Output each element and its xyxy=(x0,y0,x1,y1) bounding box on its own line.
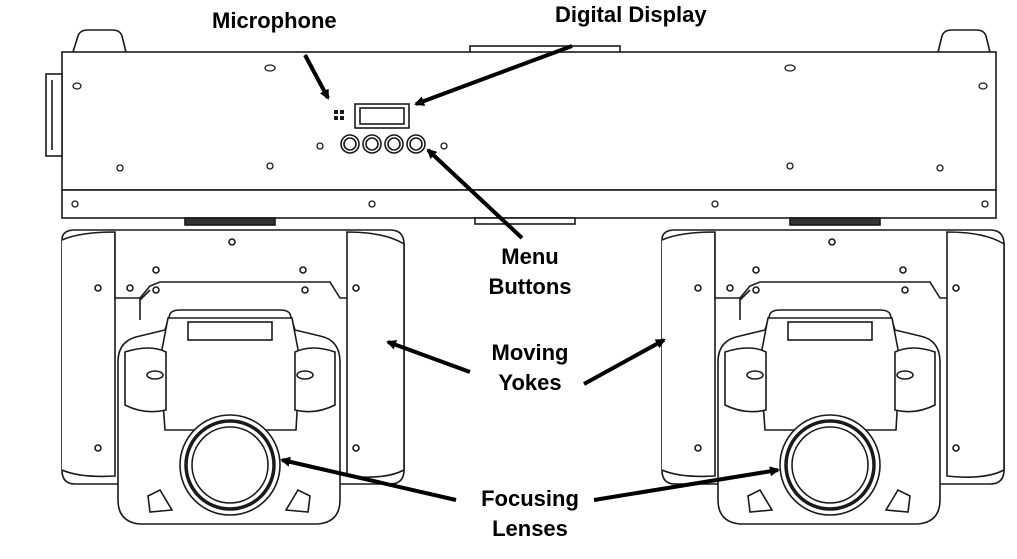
menu-buttons-icon xyxy=(340,134,426,154)
label-microphone-text: Microphone xyxy=(212,8,337,33)
label-moving-yokes: Moving Yokes xyxy=(470,338,590,398)
callout-arrows xyxy=(280,44,780,502)
label-digital-display-text: Digital Display xyxy=(555,2,707,27)
base-screws xyxy=(71,64,989,208)
label-yokes-line2: Yokes xyxy=(498,370,562,395)
label-menu-line1: Menu xyxy=(501,244,559,269)
label-focusing-lenses: Focusing Lenses xyxy=(455,484,605,544)
label-menu-line2: Buttons xyxy=(488,274,572,299)
label-lenses-line1: Focusing xyxy=(481,486,579,511)
moving-head-left xyxy=(61,229,405,525)
label-yokes-line1: Moving xyxy=(491,340,569,365)
label-lenses-line2: Lenses xyxy=(492,516,568,541)
label-digital-display: Digital Display xyxy=(555,0,707,30)
arrow-menu-buttons xyxy=(426,148,524,240)
base-bar xyxy=(45,29,997,226)
arrow-microphone xyxy=(303,54,330,100)
label-microphone: Microphone xyxy=(212,6,337,36)
arrow-yokes-left xyxy=(386,340,471,374)
arrow-lenses-right xyxy=(593,466,780,502)
label-menu-buttons: Menu Buttons xyxy=(470,242,590,302)
arrow-digital-display xyxy=(414,44,573,106)
arrow-lenses-left xyxy=(280,456,457,502)
microphone-icon xyxy=(334,110,344,120)
control-panel xyxy=(334,103,426,154)
arrow-yokes-right xyxy=(583,338,666,386)
